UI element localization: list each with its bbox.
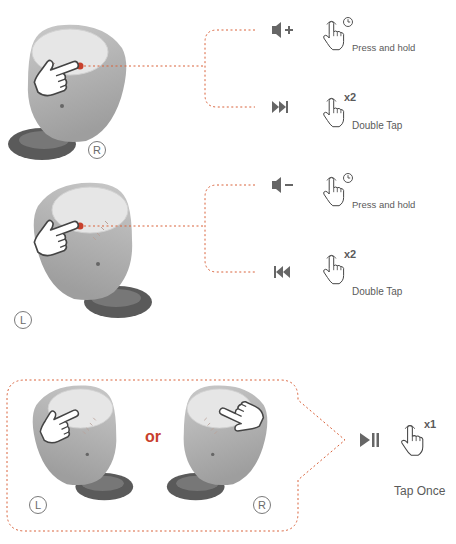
hand-illustration xyxy=(215,393,266,438)
gesture-label: Double Tap xyxy=(352,286,402,297)
earbud-right xyxy=(167,385,268,500)
gesture-label: Press and hold xyxy=(352,200,415,210)
play-pause-icon xyxy=(360,433,379,447)
clock-icon xyxy=(344,18,353,27)
separator-text: or xyxy=(145,428,161,446)
earbud-right xyxy=(8,25,126,160)
volume-down-icon xyxy=(272,177,293,193)
hand-illustration xyxy=(29,52,85,100)
previous-track-icon xyxy=(274,266,290,278)
tap-count: x2 xyxy=(344,248,356,260)
tap-count: x2 xyxy=(344,91,356,103)
side-letter: L xyxy=(20,315,26,326)
tap-count: x1 xyxy=(424,418,436,430)
leader-bracket xyxy=(84,30,255,107)
callout-border xyxy=(7,380,345,531)
gesture-hand-icon xyxy=(324,177,344,205)
side-badge: L xyxy=(29,496,47,514)
callout-box: orL R xyxy=(5,378,350,533)
side-letter: R xyxy=(258,500,266,511)
hand-illustration xyxy=(29,212,85,260)
gesture-label: Double Tap xyxy=(352,120,402,131)
volume-up-icon xyxy=(272,22,293,38)
next-track-icon xyxy=(272,101,288,113)
gesture-label: Press and hold xyxy=(352,43,415,53)
side-badge: R xyxy=(253,496,271,514)
side-letter: L xyxy=(35,500,41,511)
side-badge: L xyxy=(14,311,32,329)
gesture-hand-icon xyxy=(324,98,344,126)
leader-bracket xyxy=(84,185,255,272)
hand-illustration xyxy=(34,401,85,446)
side-letter: R xyxy=(93,145,101,156)
gesture-hand-icon xyxy=(324,255,344,283)
side-badge: R xyxy=(88,141,106,159)
gesture-label: Tap Once xyxy=(394,485,445,498)
callout-outline xyxy=(5,378,350,533)
earbud-left xyxy=(33,385,134,500)
gesture-hand-icon xyxy=(402,425,423,455)
gesture-hand-icon xyxy=(324,21,344,49)
clock-icon xyxy=(344,174,353,183)
